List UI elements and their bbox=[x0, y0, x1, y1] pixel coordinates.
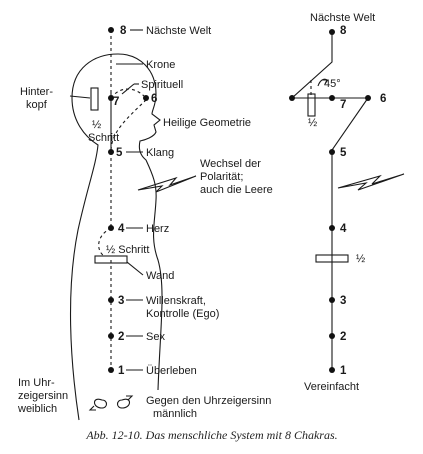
chakra-5-num: 5 bbox=[116, 147, 123, 159]
angle-arrowhead bbox=[322, 79, 328, 85]
label-uhr-2: zeigersinn bbox=[18, 390, 68, 402]
right-num-8: 8 bbox=[340, 25, 347, 37]
right-title: Nächste Welt bbox=[310, 12, 375, 24]
label-krone: Krone bbox=[146, 59, 175, 71]
chakra-7-dot bbox=[108, 95, 114, 101]
body-silhouette bbox=[69, 53, 163, 421]
right-dot-3 bbox=[329, 297, 335, 303]
chakra-5-dot bbox=[108, 149, 114, 155]
hinterkopf-plate bbox=[90, 87, 99, 111]
label-wand: Wand bbox=[146, 270, 174, 282]
label-ueberleben: Überleben bbox=[146, 365, 197, 377]
label-klang: Klang bbox=[146, 147, 174, 159]
label-spirituell: Spirituell bbox=[141, 79, 183, 91]
label-wechsel-1: Wechsel der bbox=[200, 158, 261, 170]
right-num-5: 5 bbox=[340, 147, 347, 159]
label-wechsel-2: Polarität; bbox=[200, 171, 243, 183]
label-naechste-welt: Nächste Welt bbox=[146, 25, 211, 37]
polarity-bolt bbox=[137, 175, 197, 193]
right-num-6: 6 bbox=[380, 93, 386, 105]
right-num-1: 1 bbox=[340, 365, 347, 377]
right-dot-8 bbox=[329, 29, 335, 35]
label-kontrolle: Kontrolle (Ego) bbox=[146, 308, 219, 320]
cw-rotation-icon bbox=[116, 398, 131, 409]
label-schritt-head: Schritt bbox=[88, 132, 119, 144]
chakra-7-num: 7 bbox=[113, 96, 119, 108]
right-dot-4 bbox=[329, 225, 335, 231]
label-gegen-1: Gegen den Uhrzeigersinn bbox=[146, 395, 271, 407]
right-angle-label: 45° bbox=[324, 78, 341, 90]
right-dot-1 bbox=[329, 367, 335, 373]
right-dot-2 bbox=[329, 333, 335, 339]
right-num-7: 7 bbox=[340, 99, 346, 111]
chakra-1-dot bbox=[108, 367, 114, 373]
right-num-2: 2 bbox=[340, 331, 346, 343]
cw-arrowhead bbox=[126, 395, 134, 401]
right-half-wand: ½ bbox=[356, 253, 365, 265]
label-half-head: ½ bbox=[92, 119, 101, 131]
leader-hinterkopf bbox=[69, 95, 91, 99]
half-step-curve bbox=[98, 227, 112, 257]
chakra-6-dot bbox=[143, 95, 149, 101]
label-hinterkopf-1: Hinter- bbox=[20, 86, 53, 98]
chakra-3-dot bbox=[108, 297, 114, 303]
label-gegen-2: männlich bbox=[153, 408, 197, 420]
right-hinterkopf-plate bbox=[307, 93, 316, 117]
chakra-3-num: 3 bbox=[118, 295, 124, 307]
right-half-top: ½ bbox=[308, 117, 317, 129]
wand-plate bbox=[94, 255, 128, 264]
ccw-arrowhead bbox=[88, 405, 96, 411]
chakra-4-dot bbox=[108, 225, 114, 231]
label-hinterkopf-2: kopf bbox=[26, 99, 48, 111]
right-dot-left bbox=[289, 95, 295, 101]
label-heilige-geometrie: Heilige Geometrie bbox=[163, 117, 251, 129]
right-footer: Vereinfacht bbox=[304, 381, 359, 393]
right-dot-7 bbox=[329, 95, 335, 101]
label-wechsel-3: auch die Leere bbox=[200, 184, 273, 196]
label-sex: Sex bbox=[146, 331, 165, 343]
chakra-2-num: 2 bbox=[118, 331, 124, 343]
rotation-icons bbox=[88, 395, 134, 411]
right-dot-5 bbox=[329, 149, 335, 155]
label-herz: Herz bbox=[146, 223, 169, 235]
chakra-2-dot bbox=[108, 333, 114, 339]
leader-wand bbox=[126, 261, 144, 276]
chakra-8-num: 8 bbox=[120, 25, 127, 37]
label-willenskraft: Willenskraft, bbox=[146, 295, 206, 307]
ccw-rotation-icon bbox=[93, 398, 108, 409]
chakra-6-num: 6 bbox=[151, 93, 157, 105]
chakra-1-num: 1 bbox=[118, 365, 125, 377]
right-num-3: 3 bbox=[340, 295, 346, 307]
right-dot-6 bbox=[365, 95, 371, 101]
label-uhr-1: Im Uhr- bbox=[18, 377, 55, 389]
label-uhr-3: weiblich bbox=[17, 403, 57, 415]
spiritual-link bbox=[110, 99, 147, 151]
right-num-4: 4 bbox=[340, 223, 347, 235]
label-half-schritt-heart: ½ Schritt bbox=[106, 244, 149, 256]
right-wand-plate bbox=[315, 254, 349, 263]
right-bolt bbox=[337, 173, 405, 191]
chakra-4-num: 4 bbox=[118, 223, 125, 235]
chakra-8-dot bbox=[108, 27, 114, 33]
figure-caption: Abb. 12-10. Das menschliche System mit 8… bbox=[85, 428, 337, 442]
leader-spirituell bbox=[121, 83, 135, 95]
